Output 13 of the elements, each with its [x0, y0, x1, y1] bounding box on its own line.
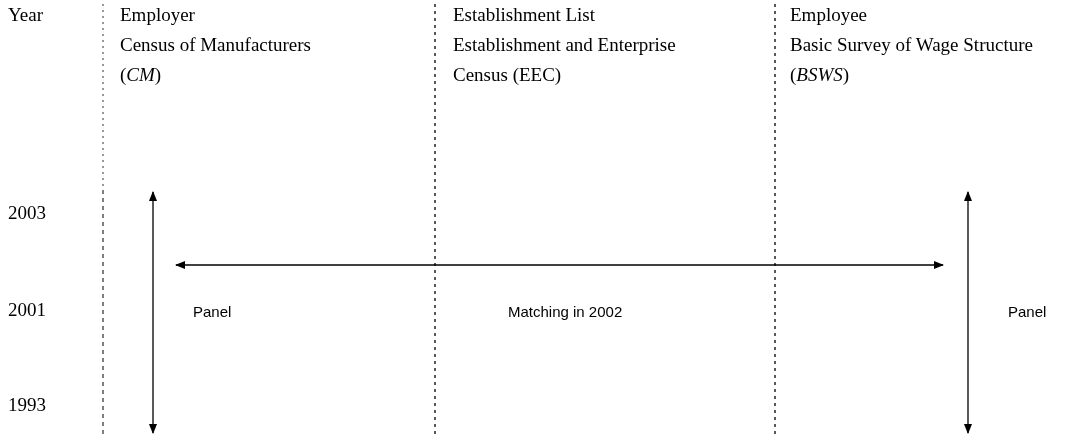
year-label: 2001 [8, 298, 46, 322]
column-header: Establishment List [453, 3, 595, 27]
survey-name: Basic Survey of Wage Structure (BSWS) [790, 33, 1034, 87]
range-label: Panel [193, 302, 232, 322]
year-label: 2003 [8, 201, 46, 225]
column-header: Year [8, 3, 43, 27]
survey-name: Establishment and Enterprise Census (EEC) [453, 33, 677, 87]
survey-name: Census of Manufacturers (CM) [120, 33, 312, 87]
column-header: Employer [120, 3, 195, 27]
column-header: Employee [790, 3, 868, 27]
range-label: Panel [1008, 302, 1047, 322]
range-label: Matching in 2002 [508, 302, 623, 322]
year-label: 1993 [8, 393, 46, 417]
